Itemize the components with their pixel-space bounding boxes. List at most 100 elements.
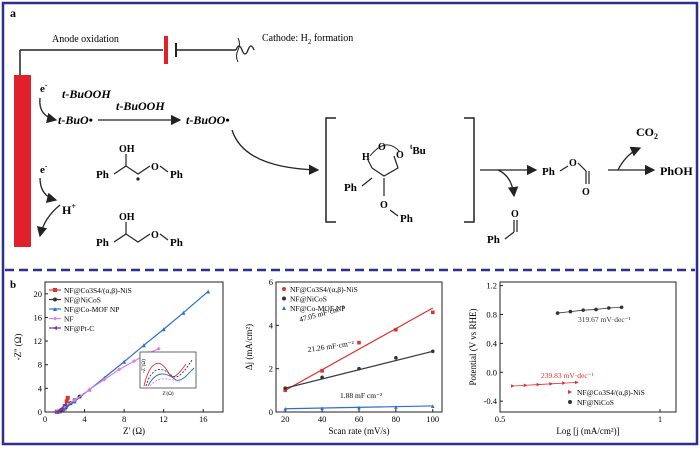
plot-frame	[44, 281, 224, 413]
data-point	[283, 388, 288, 393]
electron-2: e-	[40, 162, 48, 176]
panel-b-label: b	[10, 279, 16, 291]
svg-text:O: O	[151, 230, 159, 241]
legend-marker	[282, 296, 286, 301]
arrow-radical-combination	[231, 129, 320, 175]
data-point	[156, 346, 161, 351]
series-line	[557, 306, 622, 314]
y-tick-label: 0	[38, 407, 42, 417]
series-line	[57, 290, 209, 413]
series-0: 239.83 mV·dec⁻¹NF@Co3S4/(α,β)-NiS	[511, 371, 645, 397]
x-tick-label: 1	[658, 414, 662, 424]
y-tick-label: 2	[269, 364, 273, 374]
svg-text:O: O	[582, 187, 590, 198]
x-tick-label: 0	[43, 414, 47, 424]
legend-marker	[568, 390, 572, 394]
svg-text:Ph: Ph	[487, 234, 500, 246]
inset-curve	[145, 359, 193, 387]
svg-text:Ph: Ph	[170, 237, 183, 249]
y-tick-label: 4	[38, 383, 43, 393]
data-point	[562, 381, 566, 385]
inset-curve	[147, 367, 195, 387]
data-point	[430, 349, 435, 354]
starting-substrate: Ph OH O Ph	[96, 212, 183, 249]
series-line	[512, 381, 577, 387]
svg-text:Ph: Ph	[96, 169, 109, 181]
legend-label: NF	[64, 315, 74, 324]
x-tick-label: 4	[82, 414, 87, 424]
arrow-to-co2	[617, 146, 642, 171]
data-point	[394, 327, 398, 332]
arrow-to-benzaldehyde	[497, 169, 519, 198]
x-tick-label: 0.5	[495, 414, 506, 424]
resistor-wave	[236, 37, 240, 63]
data-point	[58, 407, 63, 412]
data-point	[283, 386, 288, 390]
y-axis-label: -Z'' (Ω)	[13, 334, 23, 361]
svg-text:O: O	[151, 162, 159, 173]
tbuooh-reagent: t-BuOOH	[62, 87, 111, 101]
legend-marker	[53, 316, 57, 321]
x-tick-label: 16	[199, 414, 208, 424]
data-point	[122, 359, 127, 364]
data-point	[132, 359, 136, 364]
svg-text:Ph: Ph	[542, 166, 555, 178]
x-tick-label: 60	[355, 414, 364, 424]
plot-frame	[499, 281, 677, 413]
legend-marker	[53, 297, 57, 302]
slope-annotation: 1.88 mF cm⁻²	[340, 391, 383, 400]
x-axis-label: Z' (Ω)	[123, 426, 145, 436]
phenyl-formate: Ph O O	[542, 158, 590, 198]
legend-marker	[568, 400, 572, 404]
data-point	[394, 405, 398, 409]
data-point	[523, 383, 528, 388]
x-tick-label: 20	[281, 414, 290, 424]
inset-curve	[149, 378, 181, 387]
data-point	[206, 289, 211, 294]
data-point	[511, 384, 515, 388]
y-axis-label: Δj (mA/cm²)	[244, 324, 254, 370]
data-point	[54, 409, 59, 414]
tbuo-radical: t-BuO•	[58, 113, 93, 127]
data-point	[594, 307, 598, 312]
inset-x-label: Z'(Ω)	[162, 392, 173, 397]
arrow-e2	[39, 177, 58, 203]
data-point	[575, 380, 579, 385]
y-tick-label: 6	[269, 277, 273, 287]
anode-plate	[164, 36, 168, 64]
y-tick-label: 4	[269, 320, 274, 330]
inset-y-label: -Z''(Ω)	[142, 359, 147, 373]
data-point	[394, 356, 398, 360]
data-point	[430, 310, 435, 315]
y-tick-label: 12	[34, 336, 43, 346]
data-point	[357, 366, 361, 371]
phenol-product: PhOH	[660, 164, 693, 178]
tafel-slope-annotation: 319.67 mV·dec⁻¹	[578, 315, 631, 324]
legend-marker	[53, 326, 57, 330]
series-1: 319.67 mV·dec⁻¹NF@NiCoS	[555, 305, 631, 407]
svg-text:H: H	[362, 152, 370, 163]
data-point	[87, 387, 92, 392]
y-tick-label: 0.0	[486, 367, 497, 377]
data-point	[72, 398, 77, 403]
svg-text:Ph: Ph	[400, 213, 413, 225]
legend-marker	[282, 306, 286, 310]
y-tick-label: 0.4	[486, 338, 497, 348]
data-point	[62, 402, 67, 407]
series-2: NF@Co-MOF NP	[49, 289, 211, 414]
legend-label: NF@Pt-C	[64, 324, 94, 333]
tafel-slope-annotation: 239.83 mV·dec⁻¹	[541, 371, 594, 380]
data-point	[549, 382, 553, 386]
radical-substrate: Ph OH O Ph	[96, 144, 183, 181]
tbuoo-radical: t-BuOO•	[186, 113, 230, 127]
data-point	[320, 406, 324, 411]
legend-label: NF@Co3S4/(α,β)-NiS	[64, 286, 132, 295]
y-tick-label: -0.4	[484, 396, 498, 406]
electron-1: e-	[40, 81, 48, 95]
y-tick-label: 20	[34, 289, 43, 299]
svg-text:O: O	[380, 200, 388, 211]
